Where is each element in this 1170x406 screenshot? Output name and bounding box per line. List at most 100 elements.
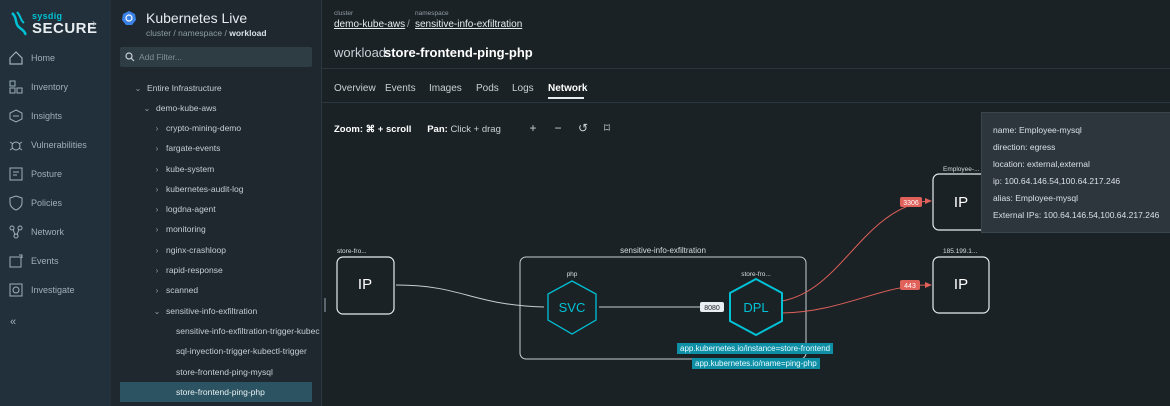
active-tab-indicator: [548, 97, 584, 99]
workload-label: workload: [334, 45, 387, 60]
main-content: cluster demo-kube-aws / namespace sensit…: [322, 0, 1170, 406]
chevron-right-icon[interactable]: ›: [155, 123, 159, 133]
pan-label: Pan:: [427, 124, 448, 135]
filter-input[interactable]: [139, 52, 309, 62]
nav-item-network[interactable]: Network: [0, 219, 111, 245]
nav-item-home[interactable]: Home: [0, 45, 111, 71]
tree-item-label: scanned: [166, 285, 199, 295]
cluster-link[interactable]: demo-kube-aws: [334, 19, 406, 30]
tree-item-label: store-frontend-ping-mysql: [176, 367, 273, 377]
posture-icon: [9, 167, 23, 181]
tree-item[interactable]: sensitive-info-exfiltration-trigger-kube…: [111, 321, 321, 341]
tree-item-label: fargate-events: [166, 143, 221, 153]
svc-node[interactable]: [547, 280, 597, 335]
chevron-right-icon[interactable]: ›: [155, 204, 159, 214]
tree-item[interactable]: sql-inyection-trigger-kubectl-trigger: [111, 341, 321, 361]
tree-item[interactable]: › scanned: [111, 280, 321, 300]
tree-item[interactable]: › fargate-events: [111, 138, 321, 158]
dpl-caption: store-fro...: [741, 271, 771, 278]
page-title: store-frontend-ping-php: [384, 45, 533, 60]
nav-item-insights[interactable]: Insights: [0, 103, 111, 129]
nav-item-inventory[interactable]: Inventory: [0, 74, 111, 100]
nav-item-policies[interactable]: Policies: [0, 190, 111, 216]
tree-item[interactable]: store-frontend-ping-mysql: [111, 362, 321, 382]
namespace-link[interactable]: sensitive-info-exfiltration: [415, 19, 523, 30]
tooltip-external-ips: External IPs: 100.64.146.54,100.64.217.2…: [993, 210, 1160, 220]
chevron-down-icon[interactable]: ⌄: [153, 306, 161, 316]
tooltip-ip: ip: 100.64.146.54,100.64.217.246: [993, 176, 1121, 186]
namespace-label: namespace: [415, 10, 449, 17]
tooltip-alias: alias: Employee-mysql: [993, 193, 1079, 203]
chevron-down-icon[interactable]: ⌄: [143, 103, 151, 113]
tab-pods[interactable]: Pods: [476, 83, 499, 94]
nav-label: Vulnerabilities: [31, 140, 87, 150]
events-icon: [9, 254, 23, 268]
tree-item-label: nginx-crashloop: [166, 245, 227, 255]
sysdig-logo-icon: [11, 11, 27, 36]
pan-hint: Click + drag: [450, 124, 501, 135]
tree-item[interactable]: ›logdna-agent: [111, 199, 321, 219]
tree-item[interactable]: ›kube-system: [111, 159, 321, 179]
group-label: sensitive-info-exfiltration: [620, 246, 706, 255]
tab-events[interactable]: Events: [385, 83, 416, 94]
crumb-sep: /: [173, 28, 176, 38]
tab-overview[interactable]: Overview: [334, 83, 376, 94]
filter-search[interactable]: [120, 47, 312, 67]
tree-item-label: monitoring: [166, 224, 206, 234]
tree-item[interactable]: ⌄sensitive-info-exfiltration: [111, 301, 321, 321]
nav-item-posture[interactable]: Posture: [0, 161, 111, 187]
chevron-right-icon[interactable]: ›: [155, 265, 159, 275]
collapse-nav-icon[interactable]: «: [10, 316, 17, 328]
tree-item[interactable]: ⌄demo-kube-aws: [111, 98, 321, 118]
home-icon: [9, 51, 23, 65]
network-graph[interactable]: sensitive-info-exfiltration 8080 3306 44…: [322, 0, 1170, 406]
dest-ip-node-443[interactable]: [932, 256, 990, 314]
crumb-cluster: cluster: [146, 28, 172, 38]
chevron-right-icon[interactable]: ›: [155, 285, 159, 295]
tooltip-direction: direction: egress: [993, 142, 1056, 152]
tree-item-label: crypto-mining-demo: [166, 123, 242, 133]
tree-item[interactable]: ⌄Entire Infrastructure: [111, 78, 321, 98]
edge-egress-mysql: [781, 200, 928, 302]
nav-item-vulnerabilities[interactable]: Vulnerabilities: [0, 132, 111, 158]
insights-icon: [9, 109, 23, 123]
brand-sub: sysdig: [32, 11, 63, 21]
chevron-down-icon[interactable]: ⌄: [134, 83, 142, 93]
reset-view-button[interactable]: ↺: [577, 121, 589, 135]
chevron-right-icon[interactable]: ›: [155, 245, 159, 255]
nav-label: Posture: [31, 169, 63, 179]
tab-network[interactable]: Network: [548, 83, 588, 94]
tab-logs[interactable]: Logs: [512, 83, 534, 94]
tree-item[interactable]: ›rapid-response: [111, 260, 321, 280]
chevron-right-icon[interactable]: ›: [155, 164, 159, 174]
label-chip: app.kubernetes.io/name=ping-php: [692, 358, 820, 369]
source-ip-node[interactable]: [336, 256, 395, 315]
tree-item[interactable]: › monitoring: [111, 219, 321, 239]
label-chip: app.kubernetes.io/instance=store-fronten…: [677, 343, 833, 354]
chevron-right-icon[interactable]: ›: [92, 16, 96, 30]
tab-images[interactable]: Images: [429, 83, 462, 94]
zoom-out-button[interactable]: −: [554, 121, 562, 135]
graph-hints: Zoom: ⌘ + scroll Pan: Click + drag: [334, 124, 501, 135]
panel-resize-handle[interactable]: [324, 298, 326, 312]
nav-item-investigate[interactable]: Investigate: [0, 277, 111, 303]
tree-item[interactable]: › crypto-mining-demo: [111, 118, 321, 138]
brand[interactable]: sysdig SECURE ›: [8, 8, 108, 38]
tree-item[interactable]: ›kubernetes-audit-log: [111, 179, 321, 199]
nav-label: Insights: [31, 111, 63, 121]
tree-item[interactable]: › nginx-crashloop: [111, 240, 321, 260]
zoom-in-button[interactable]: +: [529, 121, 537, 135]
chevron-right-icon[interactable]: ›: [155, 143, 159, 153]
nav-item-events[interactable]: Events: [0, 248, 111, 274]
fit-view-button[interactable]: ⌑: [603, 121, 611, 135]
dpl-node[interactable]: [729, 277, 783, 337]
tooltip-name: name: Employee-mysql: [993, 125, 1082, 135]
chevron-right-icon[interactable]: ›: [155, 184, 159, 194]
port-badge: [900, 280, 920, 290]
tree-item-selected[interactable]: store-frontend-ping-php: [120, 382, 312, 402]
crumb-workload: workload: [229, 28, 267, 38]
chevron-right-icon[interactable]: ›: [155, 224, 159, 234]
edge-ingress: [395, 284, 545, 308]
breadcrumb-sep: /: [407, 19, 410, 30]
tree-item-label: sensitive-info-exfiltration-trigger-kube…: [176, 326, 320, 336]
